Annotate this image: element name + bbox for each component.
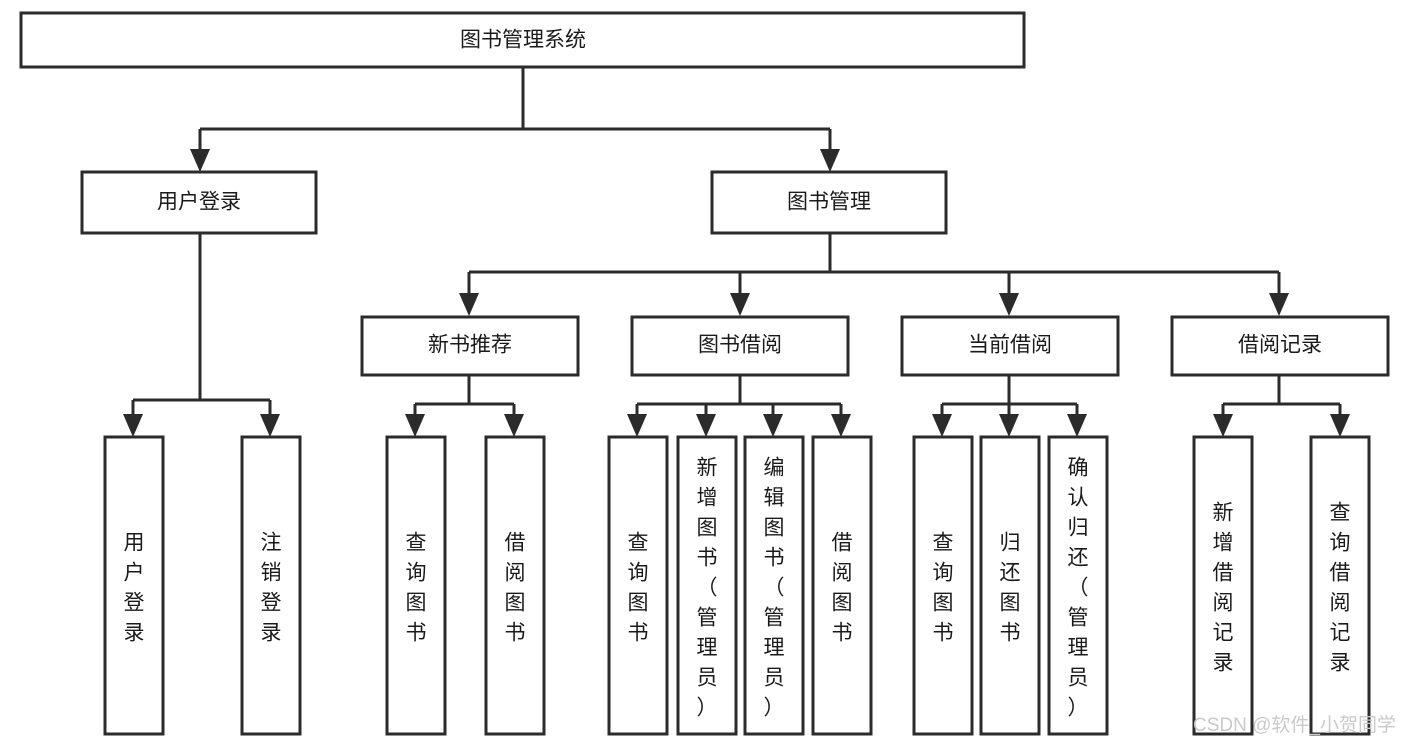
- node-leaf-new-query-label: 查询图书: [406, 531, 427, 644]
- node-leaf-current-return-label: 归还图书: [1000, 531, 1021, 644]
- arrow-to-leaf-current-return: [999, 414, 1019, 437]
- node-leaf-borrow-edit-label: 编辑图书（管理员）: [764, 456, 785, 719]
- node-leaf-borrow-edit-box[interactable]: [743, 435, 805, 736]
- node-leaf-borrow-query-box[interactable]: [607, 435, 669, 736]
- arrow-to-records: [1269, 293, 1289, 316]
- arrow-to-current: [999, 293, 1019, 316]
- node-leaf-new-borrow-box[interactable]: [484, 435, 546, 736]
- node-leaf-rec-add[interactable]: 新增借阅记录: [1192, 435, 1254, 736]
- node-leaf-user-logout-box[interactable]: [240, 435, 302, 736]
- node-leaf-user-logout[interactable]: 注销登录: [240, 435, 302, 736]
- node-current[interactable]: 当前借阅: [900, 315, 1120, 377]
- node-leaf-borrow-edit[interactable]: 编辑图书（管理员）: [743, 435, 805, 736]
- arrow-to-leaf-current-query: [932, 414, 952, 437]
- arrow-to-leaf-borrow-query: [627, 414, 647, 437]
- node-bookmgmt[interactable]: 图书管理: [710, 170, 948, 235]
- node-leaf-current-query[interactable]: 查询图书: [912, 435, 974, 736]
- node-root-label: 图书管理系统: [460, 29, 586, 52]
- arrow-to-leaf-borrow-edit: [763, 414, 783, 437]
- node-leaf-rec-query-box[interactable]: [1309, 435, 1371, 736]
- arrow-to-leaf-rec-add: [1213, 414, 1233, 437]
- node-login[interactable]: 用户登录: [80, 170, 318, 235]
- node-newbook-box[interactable]: [360, 315, 580, 377]
- arrow-to-leaf-borrow-add: [696, 414, 716, 437]
- node-records[interactable]: 借阅记录: [1170, 315, 1390, 377]
- connector-layer: [123, 68, 1350, 437]
- node-records-box[interactable]: [1170, 315, 1390, 377]
- arrow-to-bookmgmt: [820, 149, 840, 172]
- node-leaf-borrow-add-label: 新增图书（管理员）: [697, 456, 718, 719]
- connector-bookmgmt-bus: [467, 233, 1281, 296]
- node-login-box[interactable]: [80, 170, 318, 235]
- connector-borrow-bus: [635, 375, 843, 418]
- node-current-label: 当前借阅: [968, 334, 1052, 357]
- node-leaf-rec-query-label: 查询借阅记录: [1330, 501, 1351, 674]
- node-records-label: 借阅记录: [1238, 334, 1322, 357]
- node-leaf-current-confirm-box[interactable]: [1047, 435, 1109, 736]
- csdn-watermark: CSDN @软件_小贺同学: [1193, 714, 1396, 736]
- node-leaf-borrow-lend-label: 借阅图书: [832, 531, 853, 644]
- node-leaf-current-query-box[interactable]: [912, 435, 974, 736]
- node-bookmgmt-box[interactable]: [710, 170, 948, 235]
- node-leaf-user-logout-label: 注销登录: [261, 531, 282, 644]
- arrow-to-leaf-new-borrow: [504, 414, 524, 437]
- node-login-label: 用户登录: [157, 191, 241, 214]
- arrow-to-leaf-user-logout: [260, 414, 280, 437]
- node-root[interactable]: 图书管理系统: [19, 11, 1026, 69]
- node-leaf-borrow-lend[interactable]: 借阅图书: [811, 435, 873, 736]
- node-borrow[interactable]: 图书借阅: [630, 315, 850, 377]
- node-leaf-rec-query[interactable]: 查询借阅记录: [1309, 435, 1371, 736]
- arrow-to-borrow: [730, 293, 750, 316]
- node-leaf-current-return[interactable]: 归还图书: [979, 435, 1041, 736]
- node-leaf-new-borrow[interactable]: 借阅图书: [484, 435, 546, 736]
- connector-current-bus: [940, 375, 1079, 418]
- node-newbook-label: 新书推荐: [428, 334, 512, 357]
- arrow-to-newbook: [459, 293, 479, 316]
- connector-records-bus: [1221, 375, 1342, 418]
- node-newbook[interactable]: 新书推荐: [360, 315, 580, 377]
- node-borrow-box[interactable]: [630, 315, 850, 377]
- node-borrow-label: 图书借阅: [698, 334, 782, 357]
- node-leaf-borrow-add-box[interactable]: [676, 435, 738, 736]
- node-leaf-new-borrow-label: 借阅图书: [505, 531, 526, 644]
- node-leaf-rec-add-box[interactable]: [1192, 435, 1254, 736]
- arrow-to-login: [190, 149, 210, 172]
- node-leaf-rec-add-label: 新增借阅记录: [1213, 501, 1234, 674]
- arrow-to-leaf-rec-query: [1330, 414, 1350, 437]
- node-leaf-borrow-query-label: 查询图书: [628, 531, 649, 644]
- arrow-to-leaf-borrow-lend: [831, 414, 851, 437]
- connector-login-bus: [131, 233, 272, 418]
- node-leaf-user-login-label: 用户登录: [124, 531, 145, 644]
- node-leaf-borrow-add[interactable]: 新增图书（管理员）: [676, 435, 738, 736]
- node-leaf-current-confirm[interactable]: 确认归还（管理员）: [1047, 435, 1109, 736]
- connector-root-bus: [198, 68, 832, 152]
- arrow-to-leaf-current-confirm: [1067, 414, 1087, 437]
- node-leaf-current-confirm-label: 确认归还（管理员）: [1068, 456, 1089, 719]
- arrow-to-leaf-user-login: [123, 414, 143, 437]
- node-leaf-new-query[interactable]: 查询图书: [385, 435, 447, 736]
- node-bookmgmt-label: 图书管理: [787, 191, 871, 214]
- node-leaf-borrow-lend-box[interactable]: [811, 435, 873, 736]
- node-leaf-user-login[interactable]: 用户登录: [103, 435, 165, 736]
- node-leaf-user-login-box[interactable]: [103, 435, 165, 736]
- connector-newbook-bus: [413, 375, 516, 418]
- node-root-box[interactable]: [19, 11, 1026, 69]
- node-leaf-current-return-box[interactable]: [979, 435, 1041, 736]
- node-leaf-current-query-label: 查询图书: [933, 531, 954, 644]
- node-leaf-borrow-query[interactable]: 查询图书: [607, 435, 669, 736]
- node-leaf-new-query-box[interactable]: [385, 435, 447, 736]
- arrow-to-leaf-new-query: [405, 414, 425, 437]
- node-current-box[interactable]: [900, 315, 1120, 377]
